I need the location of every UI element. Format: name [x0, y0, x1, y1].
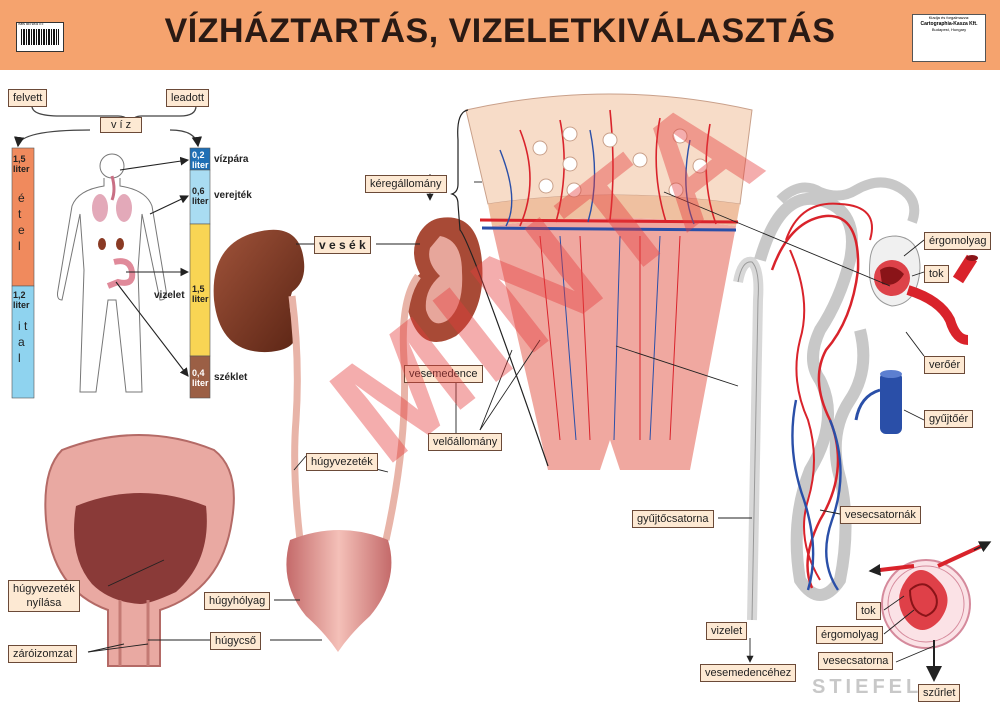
glomeruli-circles: [532, 126, 708, 198]
label-vesecsatornak: vesecsatornák: [840, 506, 921, 524]
intake-label: felvett: [8, 89, 48, 107]
publisher-line2: Budapest, Hungary: [931, 27, 967, 32]
barcode-bars: [21, 29, 59, 45]
page-title: VÍZHÁZTARTÁS, VIZELETKIVÁLASZTÁS: [164, 12, 836, 50]
urine-name: vizelet: [154, 290, 185, 301]
sweat-amount: 0,6 liter: [192, 186, 209, 206]
intake-bar-drink: [11, 285, 35, 399]
barcode-text: ISBN 963 9843 0 0: [18, 22, 44, 26]
label-vesemedence: vesemedence: [404, 365, 483, 383]
label-gyujtocsatorna: gyűjtőcsatorna: [632, 510, 714, 528]
label-hugyholyag: húgyhólyag: [204, 592, 271, 610]
label-gyujtoer: gyűjtőér: [924, 410, 974, 428]
urine-amount: 1,5 liter: [192, 284, 209, 304]
drink-amount: 1,2 liter: [13, 290, 30, 310]
label-vizelet: vizelet: [706, 622, 748, 640]
label-ergomolyag: érgomolyag: [924, 232, 992, 250]
header-bar: [0, 0, 1000, 70]
publisher-box: Kiadja és forgalmazza: Cartographia-Kasz…: [912, 14, 986, 62]
cortex-medulla-wedge: [465, 93, 753, 470]
label-hugyvezetek: húgyvezeték: [306, 453, 378, 471]
nephron: [754, 177, 920, 601]
vein-vessel: [854, 370, 902, 434]
sweat-name: verejték: [214, 190, 252, 201]
label-vesek: v e s é k: [314, 236, 371, 254]
stool-name: széklet: [214, 372, 248, 383]
barcode: ISBN 963 9843 0 0: [16, 22, 64, 52]
human-figure: [57, 153, 167, 393]
label-vesecsatorna: vesecsatorna: [818, 652, 894, 670]
label-keregallomany: kéregállomány: [365, 175, 447, 193]
wedge-brace: [450, 109, 549, 467]
publisher-line1: Kiadja és forgalmazza:: [928, 15, 970, 20]
label-veloallomany: velőállomány: [428, 433, 503, 451]
collecting-duct: [733, 256, 764, 621]
label-vesemedencehez: vesemedencéhez: [700, 664, 797, 682]
glomerulus-small: [868, 541, 992, 682]
output-label: leadott: [166, 89, 210, 107]
output-bar-stool: [189, 355, 211, 399]
water-label: v í z: [100, 117, 143, 133]
balance-arrows: [115, 156, 190, 377]
label-hugycso: húgycső: [210, 632, 261, 650]
label-veroer: verőér: [924, 356, 966, 374]
food-amount: 1,5 liter: [13, 154, 30, 174]
stool-amount: 0,4 liter: [192, 368, 209, 388]
bladder-section: [44, 434, 235, 667]
food-name: é t e l: [18, 191, 25, 253]
label-hugyvezetek-nyilasa: húgyvezeték nyílása: [8, 580, 80, 612]
label-szurlet: szűrlet: [918, 684, 961, 702]
bladder-whole: [286, 530, 392, 652]
brand-stiefel: STIEFEL: [812, 676, 923, 698]
label-ergomolyag-small: érgomolyag: [816, 626, 884, 644]
label-tok-small: tok: [856, 602, 881, 620]
artery-vessel: [906, 254, 978, 345]
vapor-amount: 0,2 liter: [192, 150, 209, 170]
publisher-name: Cartographia-Kasza Kft.: [920, 21, 978, 27]
drink-name: i t a l: [18, 319, 28, 365]
human-organs: [92, 175, 136, 289]
kidney-left: [213, 229, 305, 541]
label-tok: tok: [924, 265, 949, 283]
label-zaroizomzat: záróizomzat: [8, 645, 78, 663]
vapor-name: vízpára: [214, 154, 249, 165]
